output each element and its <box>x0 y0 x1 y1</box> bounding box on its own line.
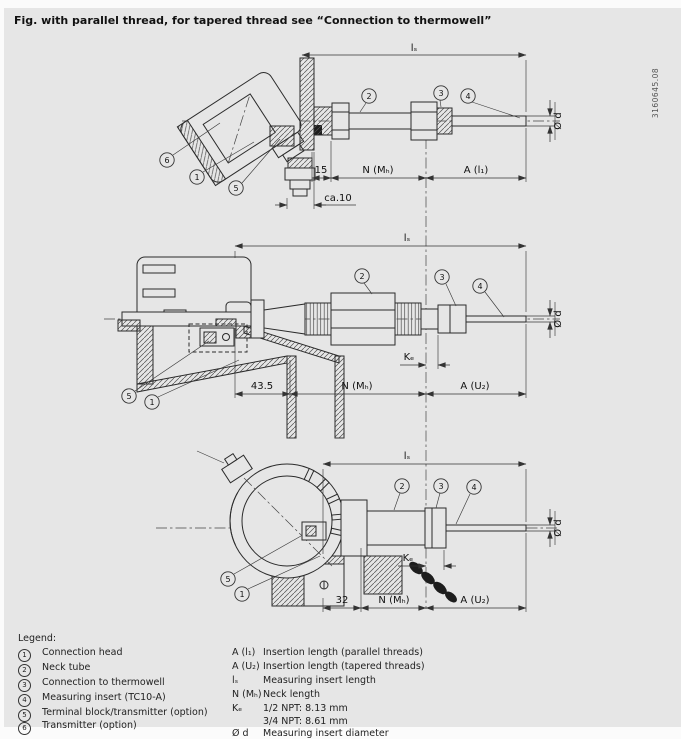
transmitter-window <box>202 93 276 164</box>
dimension-bottom-row: 43.5 N (Mₕ) A (U₂) <box>234 324 527 398</box>
dimension-diameter: Ø d <box>526 300 564 338</box>
thermowell-connection <box>437 304 467 334</box>
dimension-diameter: Ø d <box>526 100 564 142</box>
callout-1-circle <box>189 169 205 185</box>
callout-4-circle <box>466 479 482 495</box>
dim-label-ls: lₛ <box>404 451 411 462</box>
dim-label-32: 32 <box>336 595 349 606</box>
callout-5-circle <box>228 180 244 196</box>
callout-3-circle <box>433 85 449 101</box>
dimension-diameter: Ø d <box>526 509 564 547</box>
measuring-insert-probe <box>445 524 527 532</box>
dim-label-neck-length: N (Mₕ) <box>378 595 409 606</box>
callout-1: 1 <box>194 173 199 182</box>
bushing <box>313 106 333 136</box>
dim-label-neck-length: N (Mₕ) <box>341 381 372 392</box>
figure-panel: Fig. with parallel thread, for tapered t… <box>4 8 681 739</box>
dimension-ca10: ca.10 <box>275 152 356 209</box>
callouts: 2 3 4 5 1 <box>220 478 482 602</box>
spring-loaded-gland <box>409 561 457 603</box>
callout-3: 3 <box>438 89 443 98</box>
callout-2: 2 <box>399 482 404 491</box>
callout-5-circle <box>121 388 137 404</box>
callout-4: 4 <box>465 92 470 101</box>
measuring-insert-probe <box>451 115 527 127</box>
dim-label-ke: Kₑ <box>404 352 415 363</box>
callout-2: 2 <box>366 92 371 101</box>
dim-label-diameter: Ø d <box>552 519 564 536</box>
callout-1: 1 <box>239 590 244 599</box>
callout-4-circle <box>472 278 488 294</box>
thermowell-connection <box>424 507 447 549</box>
callout-5-circle <box>220 571 236 587</box>
connection-head-straight <box>136 256 252 321</box>
dim-label-insertion-length: A (U₂) <box>460 595 489 606</box>
diagram-2-straight-head: lₛ Ø d Kₑ <box>104 233 564 439</box>
dim-label-neck-length: N (Mₕ) <box>362 165 393 176</box>
terminal-block <box>301 521 327 541</box>
diagram-1-angled-head: lₛ Ø d 15 N (Mₕ) A (l₁) <box>159 43 564 209</box>
mounting-plate <box>299 57 315 151</box>
callout-2: 2 <box>359 272 364 281</box>
callout-3: 3 <box>438 482 443 491</box>
dimension-ke: Kₑ <box>398 550 456 570</box>
dim-label-ke: Kₑ <box>403 553 414 564</box>
terminal-block <box>269 125 295 147</box>
callout-5: 5 <box>225 575 230 584</box>
callout-3: 3 <box>439 273 444 282</box>
cable-entry-stack <box>284 157 316 197</box>
diagram-3-dome-head: lₛ Ø d Kₑ <box>156 450 564 612</box>
callout-4: 4 <box>471 483 476 492</box>
callout-2-circle <box>354 268 370 284</box>
dimension-bottom-row: 15 N (Mₕ) A (l₁) <box>311 128 527 182</box>
technical-drawing: lₛ Ø d 15 N (Mₕ) A (l₁) <box>104 43 564 612</box>
callout-6-circle <box>159 152 175 168</box>
dimension-ls: lₛ <box>301 43 527 112</box>
lid-clamp <box>221 453 253 484</box>
neck-tube <box>331 101 438 141</box>
callout-4: 4 <box>477 282 482 291</box>
dim-label-43-5: 43.5 <box>251 381 273 392</box>
thermowell-connection <box>436 107 453 135</box>
dim-label-ls: lₛ <box>411 43 418 54</box>
measuring-insert-probe <box>465 315 527 323</box>
callouts: 2 3 4 5 1 <box>121 268 505 410</box>
neck-tube-with-union <box>250 292 439 346</box>
callout-4-circle <box>460 88 476 104</box>
dimension-ls: lₛ <box>322 451 527 554</box>
neck-tube <box>340 499 426 557</box>
callout-5: 5 <box>233 184 238 193</box>
connection-head-dome <box>196 450 345 579</box>
dimension-ls: lₛ <box>234 233 527 312</box>
dimension-ke: Kₑ <box>400 335 450 369</box>
callout-2-circle <box>394 478 410 494</box>
vessel-section <box>136 325 345 439</box>
callout-1: 1 <box>149 398 154 407</box>
callout-1-circle <box>144 394 160 410</box>
dim-label-15: 15 <box>315 165 328 176</box>
callout-3-circle <box>433 478 449 494</box>
callout-5: 5 <box>126 392 131 401</box>
callout-6: 6 <box>164 156 169 165</box>
dim-label-ls: lₛ <box>404 233 411 244</box>
dim-label-ca10: ca.10 <box>324 193 352 204</box>
dimension-bottom-row: 32 N (Mₕ) A (U₂) <box>322 533 527 612</box>
callout-1-circle <box>234 586 250 602</box>
callouts: 6 1 5 2 3 4 <box>159 85 521 196</box>
dim-label-diameter: Ø d <box>552 310 564 327</box>
figure-title: Fig. with parallel thread, for tapered t… <box>14 14 492 27</box>
callout-2-circle <box>361 88 377 104</box>
dim-label-insertion-length: A (U₂) <box>460 381 489 392</box>
dim-label-diameter: Ø d <box>552 112 564 129</box>
dim-label-insertion-length: A (l₁) <box>464 165 489 176</box>
callout-3-circle <box>434 269 450 285</box>
